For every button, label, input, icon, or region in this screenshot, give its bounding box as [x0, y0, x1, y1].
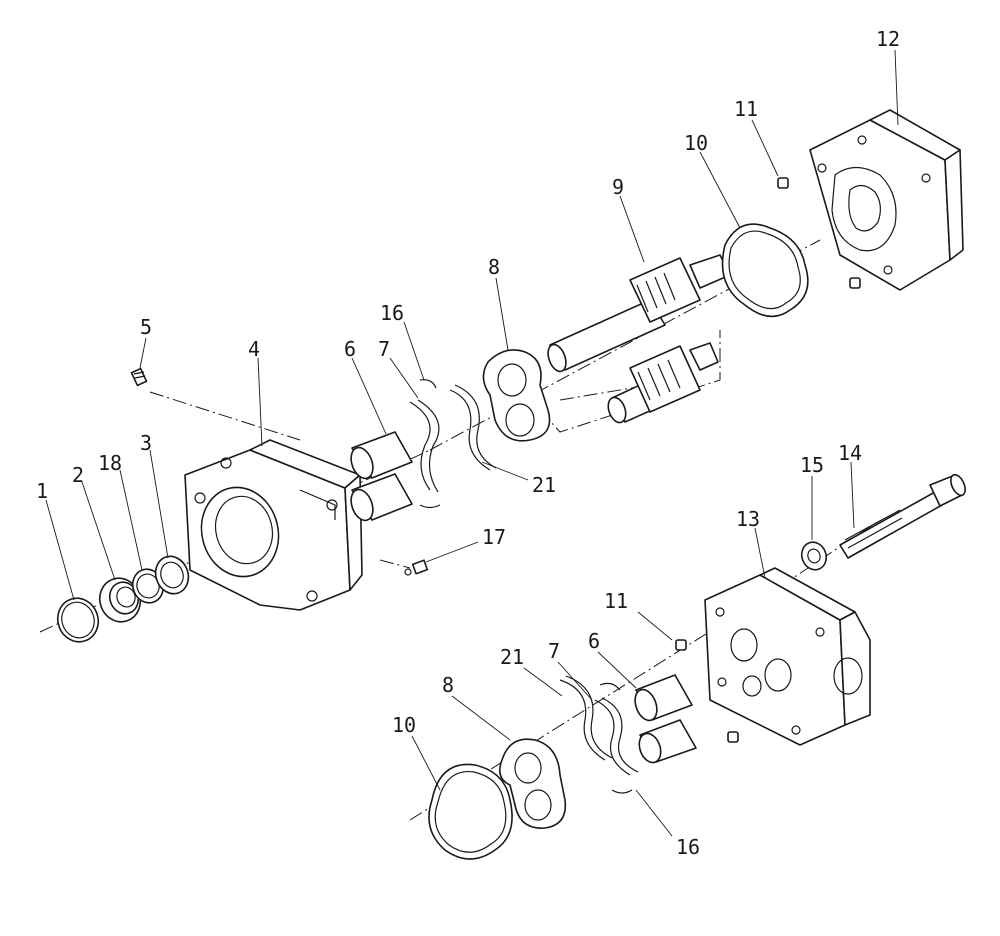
plug-17	[404, 559, 429, 576]
o-ring-10-lower	[428, 763, 513, 860]
through-bolt-14	[839, 473, 966, 559]
callout-6b: 6	[588, 629, 600, 653]
callout-1: 1	[36, 479, 48, 503]
set-screw-5	[130, 367, 148, 387]
leader-lines	[45, 49, 899, 837]
front-flange-4	[184, 439, 363, 611]
callout-10a: 10	[684, 131, 708, 155]
seal-set-upper	[409, 379, 497, 509]
bushings-6-upper	[350, 431, 413, 522]
center-section-13	[704, 567, 871, 746]
callout-8a: 8	[488, 255, 500, 279]
washer-3	[154, 555, 190, 595]
seal-2	[98, 577, 142, 623]
callout-16b: 16	[676, 835, 700, 859]
o-ring-10-upper	[721, 223, 809, 318]
dowel-pins-11-lower	[675, 639, 739, 743]
drive-gear-9	[547, 254, 731, 373]
dowel-pins-11-upper	[777, 177, 861, 289]
washer-15	[800, 541, 828, 571]
callout-13: 13	[736, 507, 760, 531]
callout-14: 14	[838, 441, 862, 465]
callout-16a: 16	[380, 301, 404, 325]
callout-18: 18	[98, 451, 122, 475]
callout-2: 2	[72, 463, 84, 487]
bushings-6-lower	[634, 674, 697, 764]
callout-7b: 7	[548, 639, 560, 663]
idler-gear	[607, 342, 719, 424]
callout-17: 17	[482, 525, 506, 549]
seal-set-lower	[559, 675, 639, 794]
callout-5: 5	[140, 315, 152, 339]
wear-plate-8-lower	[499, 738, 567, 829]
callout-15: 15	[800, 453, 824, 477]
callout-12: 12	[876, 27, 900, 51]
callout-6a: 6	[344, 337, 356, 361]
callout-11b: 11	[604, 589, 628, 613]
callout-labels: 1 2 18 3 5 4 6 7 16 8 9 10 11 12 21 17 1…	[36, 27, 900, 859]
rear-cover-12	[809, 109, 964, 291]
callout-21a: 21	[532, 473, 556, 497]
callout-11a: 11	[734, 97, 758, 121]
snap-ring-1	[56, 597, 100, 643]
callout-21b: 21	[500, 645, 524, 669]
callout-9: 9	[612, 175, 624, 199]
wear-plate-8-upper	[482, 349, 551, 442]
callout-4: 4	[248, 337, 260, 361]
callout-7a: 7	[378, 337, 390, 361]
callout-3: 3	[140, 431, 152, 455]
callout-10b: 10	[392, 713, 416, 737]
callout-8b: 8	[442, 673, 454, 697]
